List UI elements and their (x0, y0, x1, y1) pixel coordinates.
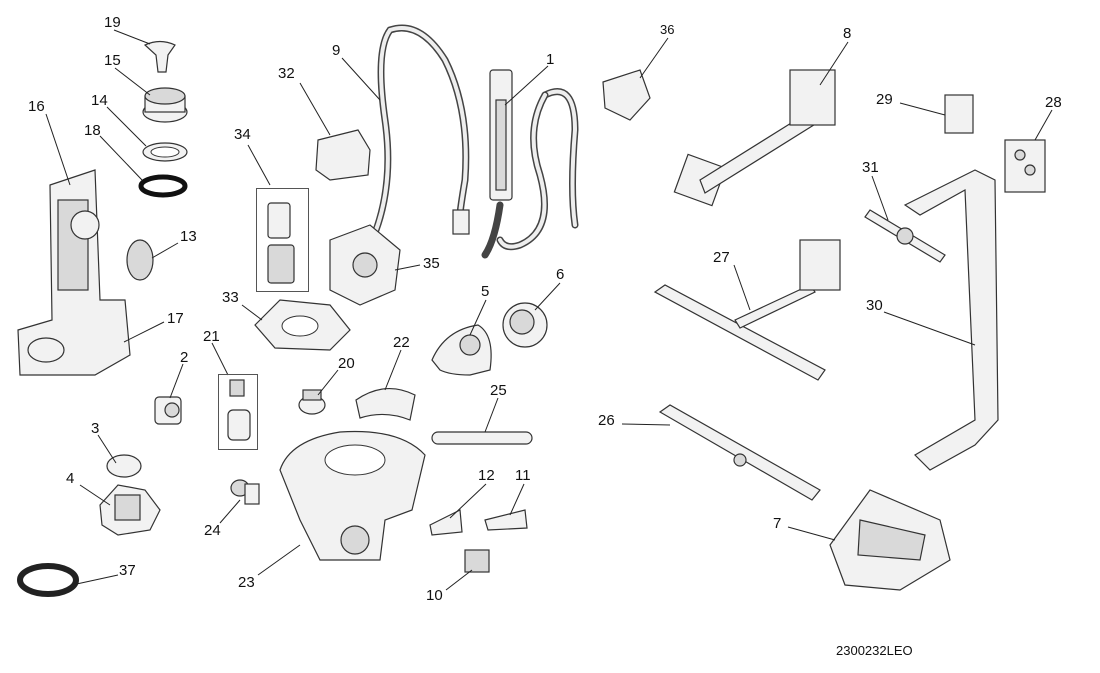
part-13-disc[interactable] (126, 239, 154, 281)
callout-34: 34 (234, 126, 251, 143)
callout-13: 13 (180, 228, 197, 245)
callout-28: 28 (1045, 94, 1062, 111)
callout-17: 17 (167, 310, 184, 327)
part-26-lower-spray-arm[interactable] (658, 404, 821, 501)
part-16-17-side-housing[interactable] (17, 169, 131, 376)
callout-11: 11 (515, 467, 531, 484)
callout-12: 12 (478, 467, 495, 484)
part-9-hose[interactable] (366, 24, 470, 249)
part-22-guard[interactable] (355, 387, 416, 421)
part-10-connector[interactable] (464, 549, 490, 573)
callout-26: 26 (598, 412, 615, 429)
part-12-clip[interactable] (429, 509, 463, 536)
callout-29: 29 (876, 91, 893, 108)
part-27-spray-arm-with-feed[interactable] (653, 239, 841, 381)
part-28-bracket[interactable] (1004, 139, 1046, 193)
callout-24: 24 (204, 522, 221, 539)
part-23-sump[interactable] (279, 430, 426, 561)
callout-3: 3 (91, 420, 100, 437)
callout-21: 21 (203, 328, 220, 345)
part-6-motor[interactable] (502, 302, 548, 348)
callout-2: 2 (180, 349, 189, 366)
callout-36: 36 (660, 22, 675, 37)
callout-4: 4 (66, 470, 75, 487)
callout-32: 32 (278, 65, 295, 82)
diagram-reference-code: 2300232LEO (836, 643, 913, 658)
part-1-assembly[interactable] (481, 69, 579, 259)
callout-6: 6 (556, 266, 565, 283)
callout-35: 35 (423, 255, 440, 272)
part-14-ring[interactable] (142, 142, 188, 162)
part-15-filter-nut[interactable] (142, 87, 188, 123)
callout-16: 16 (28, 98, 45, 115)
part-2-component[interactable] (154, 396, 182, 425)
callout-33: 33 (222, 289, 239, 306)
leader-lines (45, 29, 1053, 591)
part-20-sensor[interactable] (298, 389, 326, 415)
part-33-plate[interactable] (254, 299, 351, 351)
part-21-valves[interactable] (227, 379, 251, 441)
part-25-tube[interactable] (431, 431, 533, 445)
callout-1: 1 (546, 51, 555, 68)
callout-5: 5 (481, 283, 490, 300)
part-7-rack-bracket[interactable] (829, 489, 951, 591)
part-29-bracket[interactable] (944, 94, 974, 134)
callout-14: 14 (91, 92, 108, 109)
callout-15: 15 (104, 52, 121, 69)
callout-25: 25 (490, 382, 507, 399)
group-box-21 (218, 374, 258, 450)
part-35-sump-cover[interactable] (329, 224, 401, 306)
callout-37: 37 (119, 562, 136, 579)
part-19-cap[interactable] (143, 40, 176, 73)
callout-9: 9 (332, 42, 341, 59)
part-31-small-spray-arm[interactable] (864, 209, 946, 263)
part-3-disc[interactable] (106, 454, 142, 478)
callout-22: 22 (393, 334, 410, 351)
callout-18: 18 (84, 122, 101, 139)
part-18-seal[interactable] (138, 174, 188, 198)
callout-20: 20 (338, 355, 355, 372)
part-8-upper-spray-arm[interactable] (673, 69, 836, 207)
group-box-34 (256, 188, 309, 292)
part-37-clamp[interactable] (17, 563, 79, 597)
callout-10: 10 (426, 587, 443, 604)
callout-30: 30 (866, 297, 883, 314)
callout-23: 23 (238, 574, 255, 591)
callout-27: 27 (713, 249, 730, 266)
part-11-clip[interactable] (484, 509, 528, 531)
part-36-clip[interactable] (602, 69, 651, 121)
part-32-bracket[interactable] (315, 129, 371, 181)
callout-8: 8 (843, 25, 852, 42)
part-5-housing[interactable] (431, 324, 492, 376)
callout-7: 7 (773, 515, 782, 532)
callout-31: 31 (862, 159, 879, 176)
part-34-filters[interactable] (267, 202, 295, 284)
part-30-manifold[interactable] (903, 169, 999, 471)
part-4-assembly[interactable] (99, 484, 161, 536)
part-24-connector[interactable] (230, 479, 260, 505)
callout-19: 19 (104, 14, 121, 31)
